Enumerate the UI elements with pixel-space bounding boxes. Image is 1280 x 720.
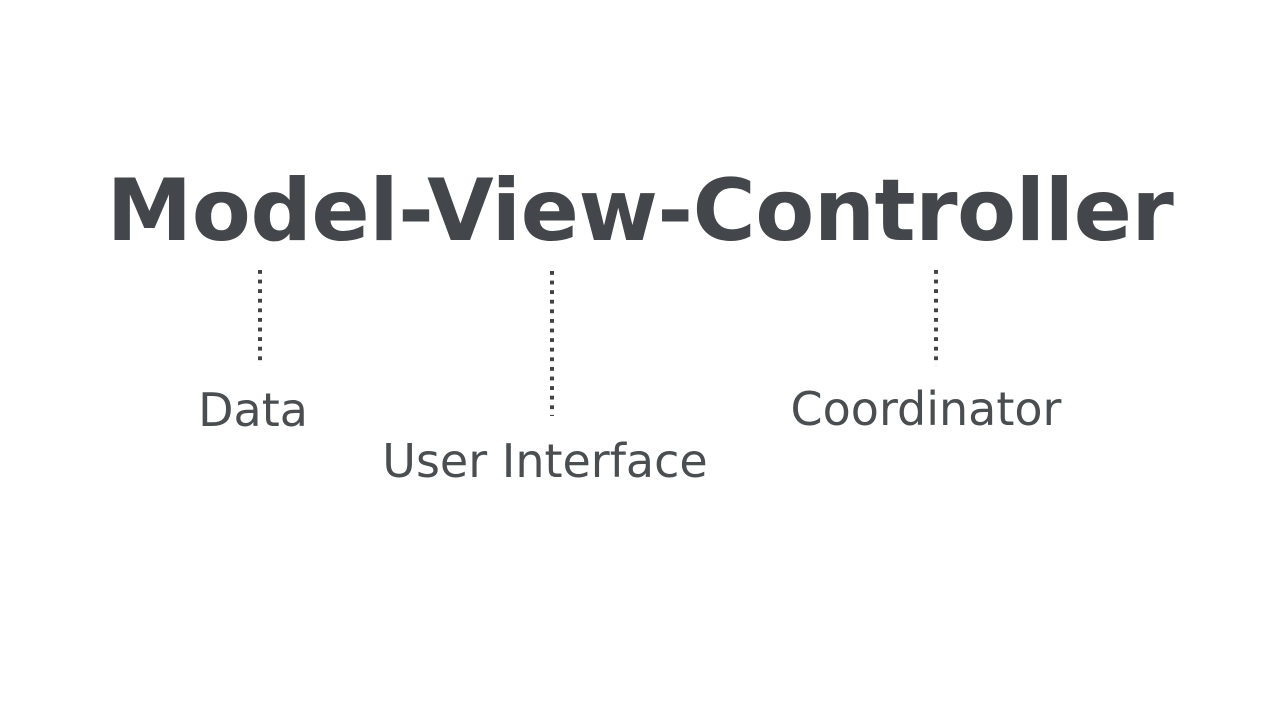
label-model-data: Data bbox=[198, 383, 308, 437]
connector-line-controller bbox=[934, 270, 938, 366]
label-view-user-interface: User Interface bbox=[382, 434, 708, 488]
connector-line-view bbox=[550, 271, 554, 416]
label-controller-coordinator: Coordinator bbox=[790, 382, 1062, 436]
connector-line-model bbox=[258, 270, 262, 366]
page-title: Model-View-Controller bbox=[106, 161, 1174, 261]
